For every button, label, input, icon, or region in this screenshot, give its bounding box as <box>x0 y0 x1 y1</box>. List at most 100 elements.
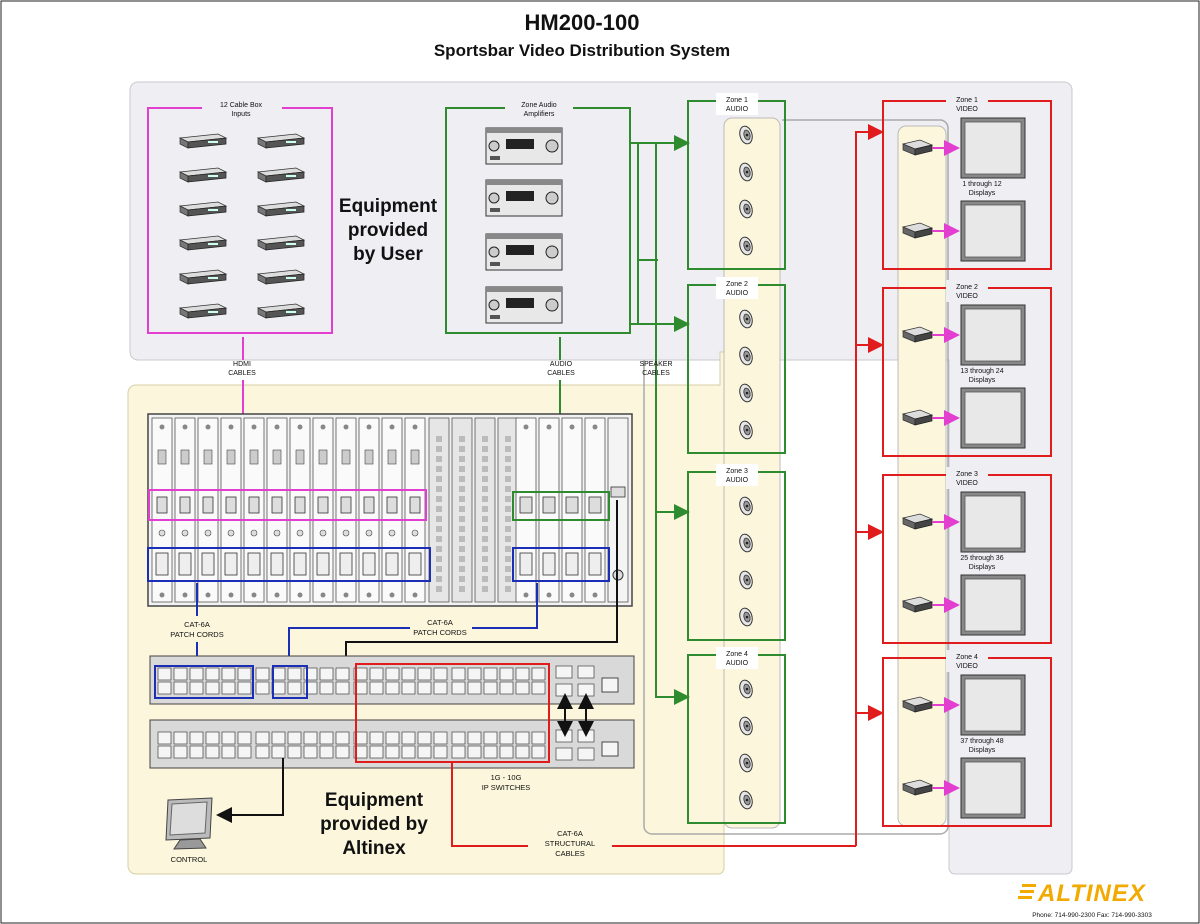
audio-zone-name: Zone 4 <box>726 651 748 658</box>
hdmi-input-card <box>358 417 380 603</box>
output-rj45-group <box>512 547 610 582</box>
switch-port <box>335 681 350 695</box>
switch-port <box>353 745 368 759</box>
receiver-icon <box>901 139 934 156</box>
switch-port <box>531 745 546 759</box>
cable-box-icon <box>178 269 228 285</box>
video-zone-type: VIDEO <box>956 480 978 487</box>
switch-port <box>157 745 172 759</box>
switch-port <box>499 681 514 695</box>
amplifier-icon <box>485 286 563 324</box>
display-icon <box>960 674 1026 736</box>
video-zone-name: Zone 1 <box>956 97 978 104</box>
speaker-icon <box>739 607 753 627</box>
receiver-icon <box>901 409 934 426</box>
switch-port <box>189 745 204 759</box>
switch-port <box>189 681 204 695</box>
switch-port <box>483 731 498 745</box>
switch-port <box>221 731 236 745</box>
uplink-port <box>577 665 595 679</box>
switch-port <box>467 731 482 745</box>
input-rj45-group <box>147 547 431 582</box>
switch-port <box>255 745 270 759</box>
patch-left-label-1: CAT-6A <box>184 620 210 629</box>
altinex-logo: ALTINEX <box>1018 880 1146 907</box>
video-zone-name: Zone 3 <box>956 471 978 478</box>
switch-port <box>255 681 270 695</box>
cable-box-icon <box>256 269 306 285</box>
switch-port <box>417 731 432 745</box>
switch-port <box>237 667 252 681</box>
video-zone-name: Zone 4 <box>956 654 978 661</box>
hdmi-input-card <box>404 417 426 603</box>
audio-zone-name: Zone 3 <box>726 468 748 475</box>
switch-port <box>499 745 514 759</box>
cable-box-icon <box>256 201 306 217</box>
switch-port <box>417 681 432 695</box>
hdmi-input-card <box>197 417 219 603</box>
switch-port <box>515 731 530 745</box>
switch-port <box>353 731 368 745</box>
switch-port <box>237 681 252 695</box>
amplifier-list <box>485 127 563 324</box>
output-card <box>561 417 583 603</box>
switch-port <box>401 667 416 681</box>
cable-box-icon <box>256 167 306 183</box>
switch-port <box>189 731 204 745</box>
cable-box-icon <box>178 235 228 251</box>
hdmi-input-card <box>243 417 265 603</box>
hdmi-input-card <box>266 417 288 603</box>
cable-box-icon <box>178 133 228 149</box>
switch-port <box>483 681 498 695</box>
patch-mid-label-2: PATCH CORDS <box>413 628 466 637</box>
altinex-label-2: provided by <box>320 814 428 835</box>
amplifier-icon <box>485 233 563 271</box>
speaker-icon <box>739 496 753 516</box>
display-icon <box>960 574 1026 636</box>
user-label-1: Equipment <box>339 196 438 217</box>
switch-port <box>319 667 334 681</box>
switch-port <box>369 745 384 759</box>
audio-zone-name: Zone 2 <box>726 281 748 288</box>
speaker-icon <box>739 716 753 736</box>
switch-port <box>531 731 546 745</box>
speaker-cables <box>630 135 688 705</box>
switch-port <box>173 731 188 745</box>
switch-port <box>385 745 400 759</box>
switch-patch-group-1 <box>154 665 254 699</box>
switch-port <box>221 667 236 681</box>
blank-slot <box>428 417 450 603</box>
hdmi-input-group <box>148 489 427 521</box>
chassis-cards <box>151 417 629 603</box>
output-card <box>584 417 606 603</box>
speaker-cables-label-1: SPEAKER <box>639 361 672 368</box>
switch-port <box>255 667 270 681</box>
display-icon <box>960 200 1026 262</box>
switch-port <box>401 681 416 695</box>
uplink-port <box>555 683 573 697</box>
switch-port <box>417 667 432 681</box>
switch-port <box>303 745 318 759</box>
switch-port <box>515 681 530 695</box>
cable-box-icon <box>178 201 228 217</box>
switch-port <box>221 745 236 759</box>
switch-port <box>173 745 188 759</box>
switch-port <box>157 667 172 681</box>
altinex-label-1: Equipment <box>325 790 424 811</box>
hdmi-input-card <box>335 417 357 603</box>
amplifier-icon <box>485 179 563 217</box>
blank-slot <box>474 417 496 603</box>
switch-port <box>369 667 384 681</box>
display-range: 13 through 24 <box>960 368 1003 375</box>
receiver-icon <box>901 326 934 343</box>
audio-cables-label-2: CABLES <box>547 370 575 377</box>
video-zone-type: VIDEO <box>956 293 978 300</box>
audio-card-group <box>512 491 610 521</box>
hdmi-input-card <box>381 417 403 603</box>
control-cable <box>216 758 284 823</box>
switch-port <box>205 731 220 745</box>
